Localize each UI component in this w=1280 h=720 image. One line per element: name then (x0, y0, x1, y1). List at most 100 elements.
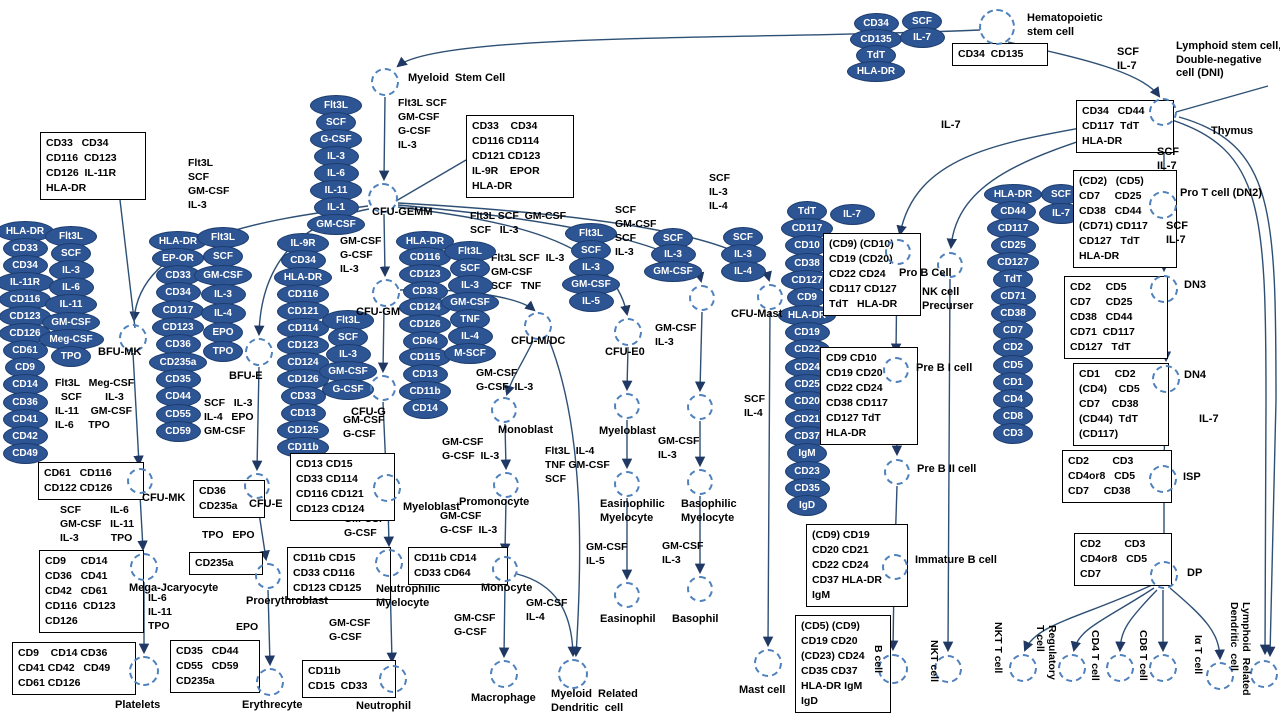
label-line: IL-7 (1166, 233, 1186, 246)
flow-line (132, 352, 144, 467)
cell-cfu-gemm (368, 183, 398, 213)
label-line: T cell (1034, 625, 1046, 652)
marker-box-line: (CD117) (1079, 428, 1119, 440)
label-line: ISP (1183, 471, 1201, 483)
marker-box-line: CD22 CD24 (829, 268, 886, 280)
label-line: SCF (1117, 46, 1139, 58)
flow-line (1115, 589, 1158, 653)
marker-box-line: HLA-DR IgM (801, 680, 863, 692)
cell-regulatory-t-cell (1058, 654, 1086, 682)
marker-box-line: CD71 CD117 (1070, 326, 1135, 338)
label-line: IL-3 (398, 139, 417, 151)
flow-line (504, 340, 534, 397)
flow-line (137, 494, 148, 552)
flow-line (378, 96, 390, 182)
label-cyt-neutrophil: GM-CSF G-CSF (329, 616, 370, 644)
label-line: GM-CSF (655, 322, 697, 334)
label-line: TPO (148, 620, 170, 632)
label-line: CFU-E (249, 498, 283, 510)
b-cell-markers-oval-igd: IgD (787, 495, 827, 517)
flow-line (762, 310, 774, 648)
label-line: IL-7 (1117, 59, 1137, 72)
label-line: GM-CSF (476, 367, 518, 379)
label-line: Proerythroblast (246, 595, 328, 607)
cell-megakaryocyte (130, 553, 158, 581)
erythroid-cytokines-oval-il-4: IL-4 (200, 302, 246, 324)
label-line: CFU-M/DC (511, 335, 566, 347)
flow-line (516, 573, 579, 658)
marker-box-line: CD38 CD44 (1070, 311, 1133, 323)
label-line: Myeloid Related (551, 688, 638, 700)
marker-box-line: IL-9R EPOR (472, 165, 540, 177)
label-line: IL-3 (340, 263, 359, 275)
marker-box-line: HLA-DR (46, 182, 87, 194)
flow-line (500, 423, 512, 471)
label-line: SCF IL-3 (470, 224, 519, 236)
label-line: Pro T cell (DN2) (1180, 187, 1262, 199)
label-line: CFU-GEMM (372, 206, 433, 218)
basophil-cytokines-oval-gm-csf: GM-CSF (644, 260, 702, 282)
label-line: Flt3L Meg-CSF (55, 377, 135, 389)
label-line: GM-CSF IL-11 (60, 518, 135, 530)
cell-cd4-t-cell (1106, 654, 1134, 682)
label-line: IL-4 (526, 611, 545, 623)
marker-box-line: CD34 CD135 (958, 48, 1024, 60)
cell-pro-t-cell-dn2 (1149, 191, 1177, 219)
flow-line (499, 498, 511, 555)
mast-cytokines-oval-il-4: IL-4 (720, 260, 766, 282)
label-line: GM-CSF (329, 617, 371, 629)
label-line: G-CSF (329, 631, 362, 643)
erythroid-cytokines-oval-scf: SCF (203, 245, 243, 267)
marker-box-line: (CD4) CD5 (1079, 383, 1140, 395)
marker-box-line: (CD23) CD24 (801, 650, 865, 662)
flow-line (548, 339, 582, 658)
myeloid-sc-cytokines-oval-g-csf: G-CSF (310, 128, 362, 150)
cell-mast-cell (754, 649, 782, 677)
label-line: IL-3 (615, 246, 634, 258)
cell-easinophilic-myelocyte (614, 471, 640, 497)
label-line: Easinophil (600, 613, 656, 625)
label-line: BFU-MK (98, 346, 142, 358)
label-monoblast: Monoblast (498, 424, 553, 438)
flow-line (377, 307, 389, 374)
label-line: Dendritic cell (1228, 602, 1240, 671)
marker-box-line: CD34 CD44 (1082, 105, 1145, 117)
label-line: Myeloblast (599, 425, 656, 437)
label-line: Myeloblast (403, 501, 460, 513)
label-line: IL-7 (1199, 413, 1219, 425)
cell-lymphoid-stem-cell (1149, 98, 1177, 126)
marker-box-line: CD4or8 CD5 (1068, 470, 1136, 482)
marker-box-line: CD2 CD3 (1068, 455, 1134, 467)
label-cyt-proerythroblast: EPO (236, 620, 258, 634)
label-line: IL-3 TPO (60, 532, 133, 544)
label-nkt-cell: NKT cell (928, 640, 940, 682)
label-line: Double-negative (1176, 53, 1262, 66)
label-line: Thymus (1211, 125, 1254, 137)
marker-box-line: CD7 CD25 (1079, 190, 1142, 202)
label-line: Lymphoid Related (1240, 602, 1252, 696)
label-line: TPO EPO (202, 529, 255, 541)
label-bfu-mk: BFU-MK (98, 346, 141, 360)
label-pro-b-cell: Pro B Cell (899, 267, 952, 281)
marker-box-line: HLA-DR (1082, 135, 1123, 147)
label-line: Regulatory (1046, 625, 1058, 680)
label-cfu-gemm: CFU-GEMM (372, 206, 433, 220)
megakaryocyte-markers-oval-cd33: CD33 (2, 237, 48, 259)
label-line: Flt3L (188, 157, 214, 169)
label-line: Flt3L IL-4 (545, 445, 595, 457)
cell-dn3 (1150, 275, 1178, 303)
